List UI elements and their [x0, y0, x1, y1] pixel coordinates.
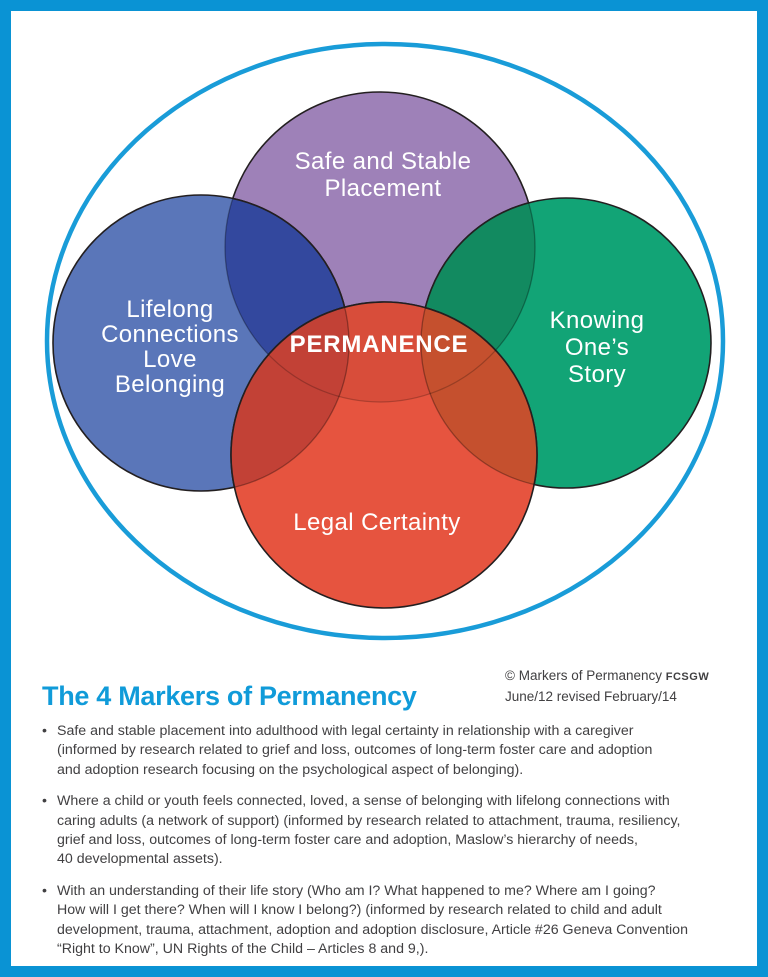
label-lifelong-line2: Connections — [101, 321, 239, 348]
label-knowing-line1: Knowing — [550, 307, 645, 334]
label-legal-certainty: Legal Certainty — [293, 509, 460, 536]
credit-line2: June/12 revised February/14 — [505, 689, 677, 704]
label-lifelong-line1: Lifelong — [126, 296, 213, 323]
bullet-marker: • — [42, 882, 47, 899]
label-safe-stable-line2: Placement — [325, 175, 442, 202]
overlap-red-green — [421, 301, 538, 488]
page-title: The 4 Markers of Permanency — [42, 681, 417, 711]
bullet-text-3: With an understanding of their life stor… — [57, 882, 688, 958]
bullet-text-2: Where a child or youth feels connected, … — [57, 793, 681, 868]
bullet-text-1: Safe and stable placement into adulthood… — [57, 723, 653, 778]
credit-block: © Markers of Permanency FCSGW June/12 re… — [505, 666, 735, 707]
bullet-item-2: • Where a child or youth feels connected… — [42, 792, 732, 870]
label-safe-stable-line1: Safe and Stable — [295, 148, 472, 175]
credit-org-abbrev: FCSGW — [665, 671, 710, 683]
label-lifelong-line3: Love — [143, 346, 197, 373]
bullet-marker: • — [42, 793, 47, 810]
overlap-red-blue — [230, 301, 349, 491]
bullet-item-3: • With an understanding of their life st… — [42, 882, 732, 960]
label-knowing-line3: Story — [568, 361, 626, 388]
label-permanence: PERMANENCE — [290, 331, 469, 358]
purple-edge-in-blue — [224, 195, 349, 403]
label-lifelong-line4: Belonging — [115, 371, 225, 398]
credit-line1: © Markers of Permanency FCSGW — [505, 666, 735, 687]
bullet-item-1: • Safe and stable placement into adultho… — [42, 722, 732, 780]
bullet-marker: • — [42, 723, 47, 739]
blue-edge-in-red — [231, 302, 350, 492]
label-knowing-line2: One’s — [565, 334, 629, 361]
green-edge-in-red — [420, 302, 537, 489]
purple-edge-in-red — [231, 302, 536, 403]
credit-text: © Markers of Permanency — [505, 668, 662, 683]
venn-diagram: Safe and Stable Placement Lifelong Conne… — [44, 41, 726, 641]
purple-edge-in-green — [421, 198, 536, 403]
bullet-list: • Safe and stable placement into adultho… — [42, 722, 732, 971]
